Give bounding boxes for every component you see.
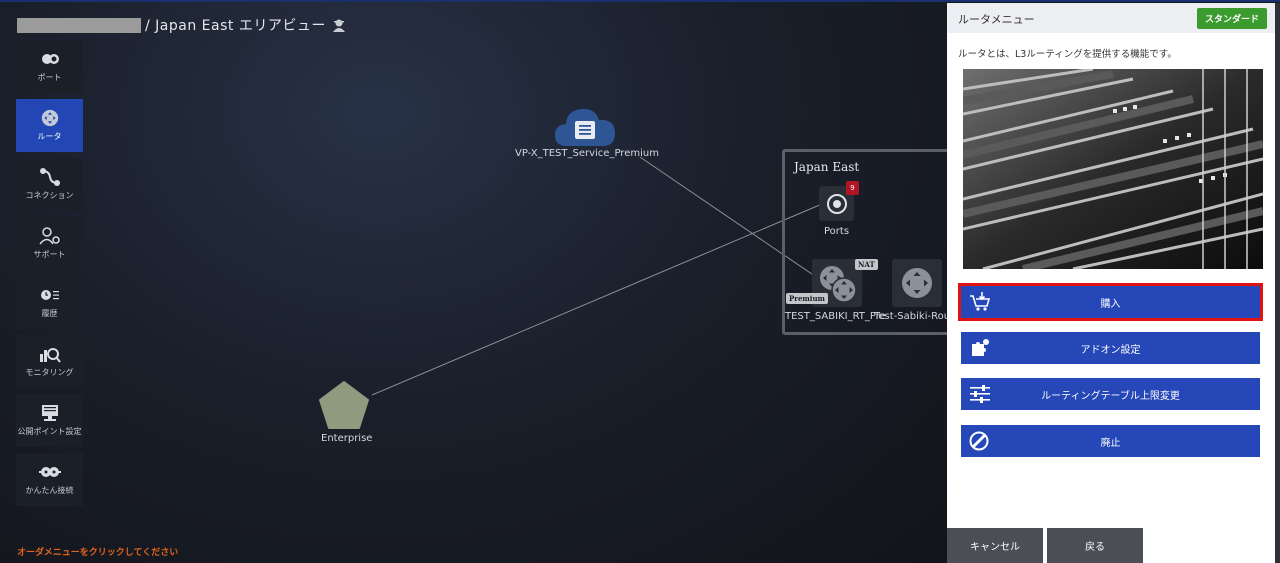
- router-label-premium: TEST_SABIKI_RT_Pre: [785, 311, 886, 322]
- routing-table-limit-label: ルーティングテーブル上限変更: [1041, 390, 1180, 402]
- sidebar-item-label: ルータ: [37, 132, 62, 141]
- routing-table-limit-button[interactable]: ルーティングテーブル上限変更: [961, 378, 1260, 410]
- area-title: Japan East: [794, 160, 860, 174]
- router-node-standard[interactable]: [892, 259, 942, 307]
- cart-icon: [970, 292, 991, 311]
- top-accent-line: [0, 0, 1280, 2]
- panel-description: ルータとは、L3ルーティングを提供する機能です。: [958, 49, 1177, 60]
- ports-count-badge: 9: [846, 181, 859, 195]
- sidebar-item-easy-connect[interactable]: かんたん接続: [16, 453, 83, 506]
- ports-node[interactable]: [819, 186, 854, 221]
- sidebar-item-public-point[interactable]: 公開ポイント設定: [16, 394, 83, 447]
- addon-settings-button[interactable]: アドオン設定: [961, 332, 1260, 364]
- addon-settings-label: アドオン設定: [1080, 344, 1141, 356]
- sidebar-item-monitoring[interactable]: モニタリング: [16, 335, 83, 388]
- panel-scrollbar[interactable]: [1275, 3, 1280, 563]
- redacted-tenant-name: [17, 17, 141, 33]
- monitoring-icon: [39, 348, 61, 363]
- sidebar-item-label: サポート: [33, 250, 66, 259]
- public-point-icon: [41, 405, 58, 421]
- purchase-button[interactable]: 購入: [958, 283, 1263, 321]
- router-icon: [902, 268, 932, 298]
- support-icon: [38, 227, 60, 245]
- sidebar-item-connection[interactable]: コネクション: [16, 158, 83, 211]
- sidebar: ポート ルータ コネクション サポート 履歴 モニタリング 公開ポイント設定: [16, 40, 83, 512]
- cloud-service-icon[interactable]: [553, 104, 617, 148]
- connection-icon: [39, 168, 60, 186]
- sidebar-item-label: ポート: [37, 73, 62, 82]
- server-rack-photo: [963, 69, 1263, 269]
- enterprise-icon[interactable]: [318, 380, 370, 430]
- router-icon: [820, 266, 857, 303]
- easy-connect-icon: [38, 467, 61, 477]
- prohibit-icon: [969, 431, 989, 451]
- cloud-service-label: VP-X_TEST_Service_Premium: [515, 148, 659, 159]
- back-button[interactable]: 戻る: [1047, 528, 1143, 563]
- sidebar-item-router[interactable]: ルータ: [16, 99, 83, 152]
- cancel-button[interactable]: キャンセル: [947, 528, 1043, 563]
- nat-tag: NAT: [855, 259, 878, 270]
- panel-header: ルータメニュー スタンダード: [947, 3, 1275, 33]
- sliders-icon: [970, 385, 990, 403]
- sidebar-item-label: コネクション: [25, 191, 74, 200]
- router-menu-panel: ルータメニュー スタンダード ルータとは、L3ルーティングを提供する機能です。: [947, 3, 1275, 563]
- server-rack-image: [963, 69, 1263, 269]
- breadcrumb-area: / Japan East エリアビュー: [145, 18, 326, 34]
- panel-title: ルータメニュー: [958, 13, 1035, 26]
- area-box-japan-east: [782, 149, 947, 335]
- sidebar-item-port[interactable]: ポート: [16, 40, 83, 93]
- operator-icon[interactable]: [332, 18, 346, 32]
- area-view-canvas: / Japan East エリアビュー ポート ルータ コネクション サポート: [0, 0, 947, 563]
- order-menu-hint: オーダメニューをクリックしてください: [17, 548, 179, 558]
- plan-badge: スタンダード: [1196, 8, 1267, 29]
- sidebar-item-label: 公開ポイント設定: [17, 427, 82, 436]
- router-label-standard: Test-Sabiki-Rou: [874, 311, 947, 322]
- breadcrumb: / Japan East エリアビュー: [17, 17, 346, 34]
- premium-tag: Premium: [786, 293, 828, 304]
- history-icon: [40, 290, 59, 300]
- sidebar-item-label: モニタリング: [25, 368, 74, 377]
- sidebar-item-label: かんたん接続: [25, 486, 74, 495]
- sidebar-item-history[interactable]: 履歴: [16, 276, 83, 329]
- enterprise-label: Enterprise: [321, 433, 373, 444]
- router-icon: [41, 109, 58, 127]
- purchase-button-label: 購入: [1100, 298, 1121, 310]
- sidebar-item-label: 履歴: [41, 309, 58, 318]
- port-icon: [41, 54, 59, 64]
- sidebar-item-support[interactable]: サポート: [16, 217, 83, 270]
- port-icon: [827, 194, 847, 214]
- decommission-button[interactable]: 廃止: [961, 425, 1260, 457]
- puzzle-icon: [972, 339, 989, 356]
- ports-label: Ports: [824, 226, 850, 237]
- connection-lines: [371, 156, 837, 396]
- decommission-label: 廃止: [1100, 437, 1121, 449]
